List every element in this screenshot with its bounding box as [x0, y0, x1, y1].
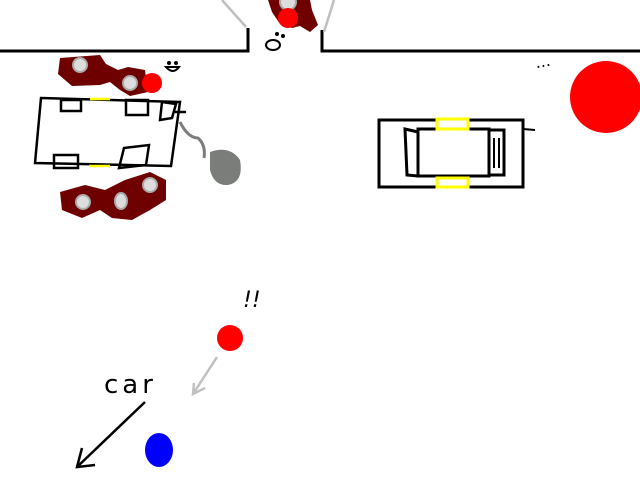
car-left — [33, 96, 186, 170]
player — [145, 433, 173, 467]
car-direction-arrow — [75, 401, 146, 469]
ellipsis-label: ... — [533, 50, 552, 73]
enemy-alerted — [217, 325, 243, 351]
dead-enemy — [72, 57, 158, 210]
grin-face-icon — [163, 61, 182, 72]
car-label: car — [104, 370, 157, 400]
wall — [0, 28, 640, 53]
enemy-large — [570, 61, 640, 133]
car-right — [377, 117, 536, 189]
exhaust-smoke — [178, 121, 241, 186]
enemy-top — [268, 0, 318, 32]
enemy — [142, 73, 162, 93]
surprised-face-icon — [265, 32, 285, 51]
sightline — [221, 0, 336, 33]
alert-label: !! — [243, 288, 261, 313]
movement-arrow — [191, 356, 219, 397]
